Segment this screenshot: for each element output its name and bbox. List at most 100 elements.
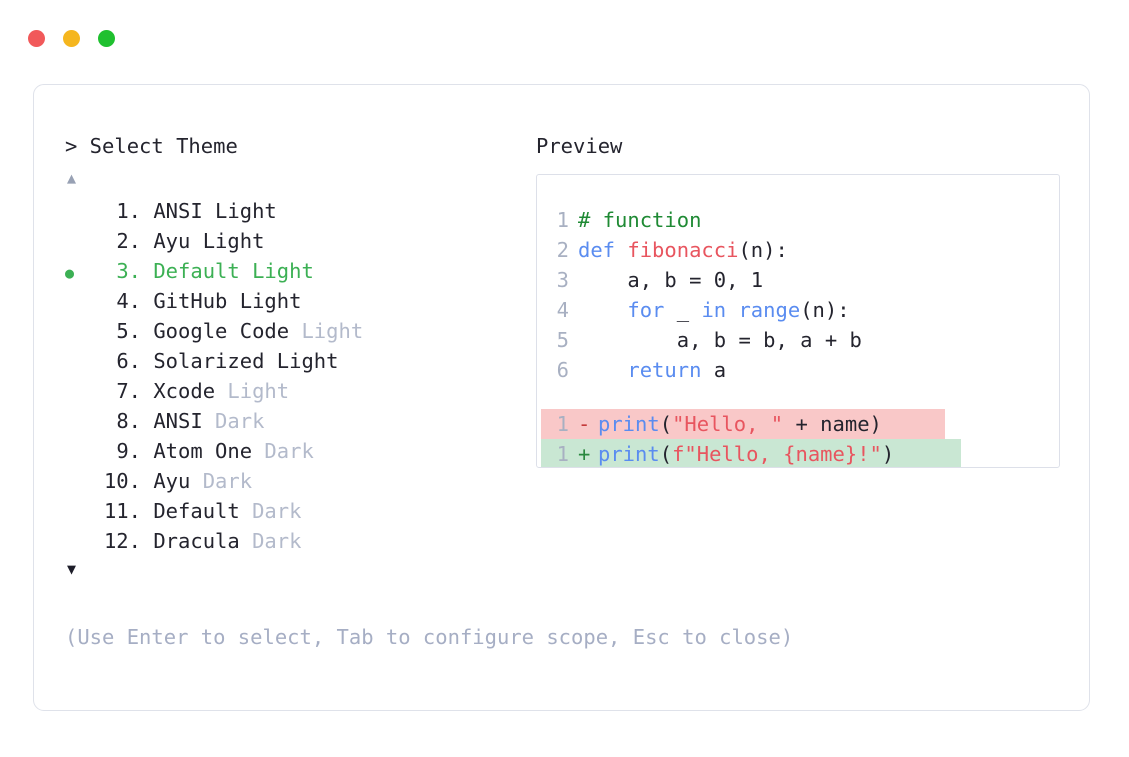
code-token: fibonacci xyxy=(627,238,739,262)
theme-item-index: 1. xyxy=(116,199,141,223)
line-number: 1 xyxy=(556,442,569,466)
theme-item-variant-tag: Dark xyxy=(252,439,314,463)
code-line-text: return a xyxy=(578,355,726,385)
code-token xyxy=(578,298,627,322)
theme-item-name: Solarized Light xyxy=(141,349,339,373)
theme-item-index: 6. xyxy=(116,349,141,373)
theme-item-index: 12. xyxy=(103,529,141,553)
theme-item-name: Ayu xyxy=(141,469,191,493)
code-token: + name) xyxy=(783,412,882,436)
theme-list-item[interactable]: 11. Default Dark xyxy=(65,496,535,526)
theme-list-item[interactable]: 7. Xcode Light xyxy=(65,376,535,406)
theme-item-name: Default Light xyxy=(141,259,314,283)
theme-item-name: Ayu Light xyxy=(141,229,265,253)
theme-item-index: 8. xyxy=(116,409,141,433)
code-line-text: print("Hello, " + name) xyxy=(598,409,882,439)
code-token: print xyxy=(598,442,660,466)
line-number: 3 xyxy=(556,268,569,292)
diff-removed-line: 1-print("Hello, " + name) xyxy=(537,409,1059,439)
theme-item-name: Google Code xyxy=(141,319,290,343)
line-number: 2 xyxy=(556,238,569,262)
diff-marker: - xyxy=(578,412,591,436)
theme-list-item[interactable]: 12. Dracula Dark xyxy=(65,526,535,556)
code-line-text: for _ in range(n): xyxy=(578,295,849,325)
code-token: "Hello, " xyxy=(672,412,784,436)
code-line: 3 a, b = 0, 1 xyxy=(537,265,1059,295)
theme-item-name: ANSI Light xyxy=(141,199,277,223)
close-window-button[interactable] xyxy=(28,29,45,47)
window-titlebar xyxy=(0,0,1129,76)
code-line-text: def fibonacci(n): xyxy=(578,235,788,265)
theme-item-index: 11. xyxy=(103,499,141,523)
theme-list-item[interactable]: 5. Google Code Light xyxy=(65,316,535,346)
theme-item-name: Xcode xyxy=(141,379,216,403)
diff-separator xyxy=(537,385,1059,409)
minimize-window-button[interactable] xyxy=(63,29,80,47)
theme-list-item[interactable]: 6. Solarized Light xyxy=(65,346,535,376)
theme-item-index: 10. xyxy=(103,469,141,493)
theme-list-item[interactable]: 8. ANSI Dark xyxy=(65,406,535,436)
code-token: f"Hello, {name}!" xyxy=(672,442,882,466)
code-line: 5 a, b = b, a + b xyxy=(537,325,1059,355)
theme-list-item[interactable]: 1. ANSI Light xyxy=(65,196,535,226)
code-token xyxy=(578,358,627,382)
code-line-text: # function xyxy=(578,205,701,235)
theme-list-item[interactable]: ●3. Default Light xyxy=(65,256,535,286)
theme-item-variant-tag: Light xyxy=(289,319,364,343)
code-line-text: print(f"Hello, {name}!") xyxy=(598,439,894,467)
theme-item-index: 2. xyxy=(116,229,141,253)
maximize-window-button[interactable] xyxy=(98,29,115,47)
code-token: a, b = 0, 1 xyxy=(578,268,764,292)
theme-list-item[interactable]: 2. Ayu Light xyxy=(65,226,535,256)
code-token: def xyxy=(578,238,628,262)
code-token: (n): xyxy=(738,238,788,262)
code-token: return xyxy=(627,358,702,382)
select-theme-prompt: > Select Theme xyxy=(65,134,238,158)
line-number: 1 xyxy=(556,412,569,436)
code-line-text: a, b = 0, 1 xyxy=(578,265,763,295)
theme-item-index: 5. xyxy=(116,319,141,343)
theme-item-index: 4. xyxy=(116,289,141,313)
selected-bullet-icon: ● xyxy=(65,264,75,282)
code-line: 1 # function xyxy=(537,205,1059,235)
scroll-up-icon[interactable]: ▲ xyxy=(67,169,77,187)
code-token: ( xyxy=(659,442,673,466)
diff-highlight xyxy=(541,439,961,467)
theme-item-index: 7. xyxy=(116,379,141,403)
theme-item-name: Dracula xyxy=(141,529,240,553)
code-line: 6 return a xyxy=(537,355,1059,385)
theme-list-item[interactable]: 9. Atom One Dark xyxy=(65,436,535,466)
keyboard-hint-text: (Use Enter to select, Tab to configure s… xyxy=(65,625,794,649)
theme-item-name: GitHub Light xyxy=(141,289,302,313)
code-token: a xyxy=(701,358,727,382)
theme-item-name: Atom One xyxy=(141,439,253,463)
preview-heading: Preview xyxy=(536,134,623,158)
theme-item-name: ANSI xyxy=(141,409,203,433)
line-number: 5 xyxy=(556,328,569,352)
preview-column: Preview xyxy=(536,133,1066,159)
theme-item-index: 9. xyxy=(116,439,141,463)
diff-highlight xyxy=(541,409,945,439)
line-number: 1 xyxy=(556,208,569,232)
code-token: _ xyxy=(664,298,702,322)
line-number: 6 xyxy=(556,358,569,382)
diff-marker: + xyxy=(578,442,591,466)
code-line: 4 for _ in range(n): xyxy=(537,295,1059,325)
theme-item-variant-tag: Dark xyxy=(202,409,265,433)
theme-item-variant-tag: Dark xyxy=(239,499,302,523)
code-line-text: a, b = b, a + b xyxy=(578,325,862,355)
code-token: ( xyxy=(659,412,673,436)
code-token: a, b = b, a + b xyxy=(578,328,862,352)
code-token: # function xyxy=(578,208,702,232)
line-number: 4 xyxy=(556,298,569,322)
code-token: for xyxy=(627,298,665,322)
theme-list-item[interactable]: 4. GitHub Light xyxy=(65,286,535,316)
theme-item-variant-tag: Dark xyxy=(239,529,302,553)
theme-list-item[interactable]: 10. Ayu Dark xyxy=(65,466,535,496)
scroll-down-icon[interactable]: ▼ xyxy=(67,560,77,578)
